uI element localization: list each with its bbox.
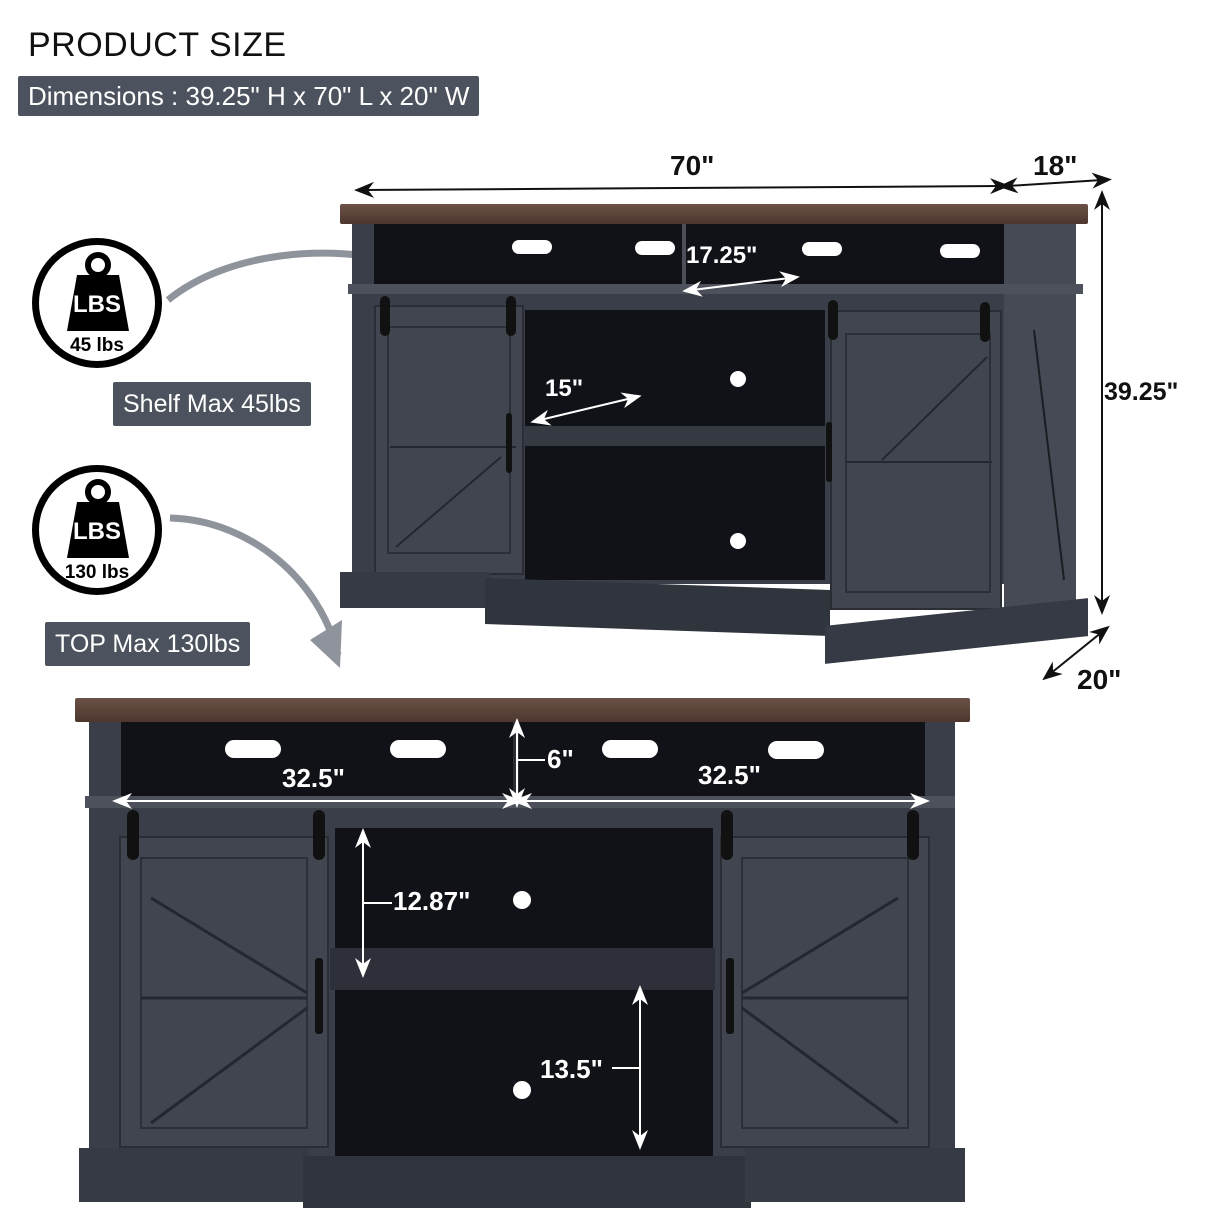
base-left xyxy=(79,1148,309,1202)
right-barn-door[interactable] xyxy=(826,310,1002,610)
right-barn-door[interactable] xyxy=(720,836,930,1148)
cable-slot xyxy=(390,740,446,758)
shelf-depth-label: 15" xyxy=(545,375,584,402)
barn-door-roller xyxy=(506,296,516,336)
cubby-divider xyxy=(682,224,686,286)
left-barn-door[interactable] xyxy=(119,836,329,1148)
height-label: 39.25" xyxy=(1104,378,1179,406)
barn-door-roller xyxy=(380,296,390,336)
cable-slot xyxy=(768,741,824,759)
door-handle[interactable] xyxy=(506,413,512,473)
dimensions-label: Dimensions : 39.25" H x 70" L x 20" W xyxy=(18,76,480,116)
cable-slot xyxy=(602,740,658,758)
cable-slot xyxy=(940,244,980,258)
cubby-width-label: 17.25" xyxy=(686,242,758,269)
weight-badge-top: LBS 130 lbs xyxy=(32,465,162,595)
weight-icon-text: LBS xyxy=(73,291,121,318)
center-shelf xyxy=(330,948,715,990)
cable-hole xyxy=(730,371,746,387)
depth-base-label: 20" xyxy=(1077,664,1122,695)
left-barn-door[interactable] xyxy=(374,305,524,575)
right-compartment-width-label: 32.5" xyxy=(698,760,761,790)
weight-icon xyxy=(67,252,129,331)
weight-value: 45 lbs xyxy=(70,335,124,356)
door-handle[interactable] xyxy=(826,422,832,482)
weight-badge-shelf: LBS 45 lbs xyxy=(32,238,162,368)
barn-door-brace xyxy=(140,857,308,1129)
cable-hole xyxy=(513,1081,531,1099)
barn-door-roller xyxy=(313,810,325,860)
cable-hole xyxy=(730,533,746,549)
cable-slot xyxy=(635,241,675,255)
upper-shelf-height-label: 12.87" xyxy=(393,886,471,916)
wood-top xyxy=(340,204,1088,224)
door-handle[interactable] xyxy=(315,958,323,1034)
barn-door-brace xyxy=(741,857,909,1129)
side-panel-brace xyxy=(1033,329,1065,581)
barn-door-roller xyxy=(127,810,139,860)
weight-icon-text: LBS xyxy=(73,518,121,545)
cable-hole xyxy=(513,891,531,909)
barn-door-roller xyxy=(828,300,838,340)
cable-slot xyxy=(512,240,552,254)
barn-door-brace xyxy=(845,333,992,593)
top-compartment-height-label: 6" xyxy=(547,744,574,774)
left-compartment-width-label: 32.5" xyxy=(282,763,345,793)
depth-top-label: 18" xyxy=(1033,150,1078,181)
weight-value: 130 lbs xyxy=(64,562,130,583)
barn-door-roller xyxy=(980,302,990,342)
weight-icon xyxy=(67,479,129,558)
tv-stand-angled-view xyxy=(340,200,1088,664)
cable-slot xyxy=(225,740,281,758)
center-shelf xyxy=(525,426,825,446)
center-opening xyxy=(335,828,713,1158)
top-max-tag: TOP Max 130lbs xyxy=(45,622,251,666)
base-center xyxy=(303,1156,751,1208)
lower-shelf-height-label: 13.5" xyxy=(540,1054,603,1084)
base-left xyxy=(340,572,490,608)
shelf-max-tag: Shelf Max 45lbs xyxy=(113,382,311,426)
barn-door-roller xyxy=(907,810,919,860)
length-label: 70" xyxy=(670,150,715,181)
tv-stand-front-view xyxy=(75,698,970,1214)
barn-door-roller xyxy=(721,810,733,860)
page-title: PRODUCT SIZE xyxy=(28,26,287,64)
cable-slot xyxy=(802,242,842,256)
door-handle[interactable] xyxy=(726,958,734,1034)
base-right xyxy=(745,1148,965,1202)
